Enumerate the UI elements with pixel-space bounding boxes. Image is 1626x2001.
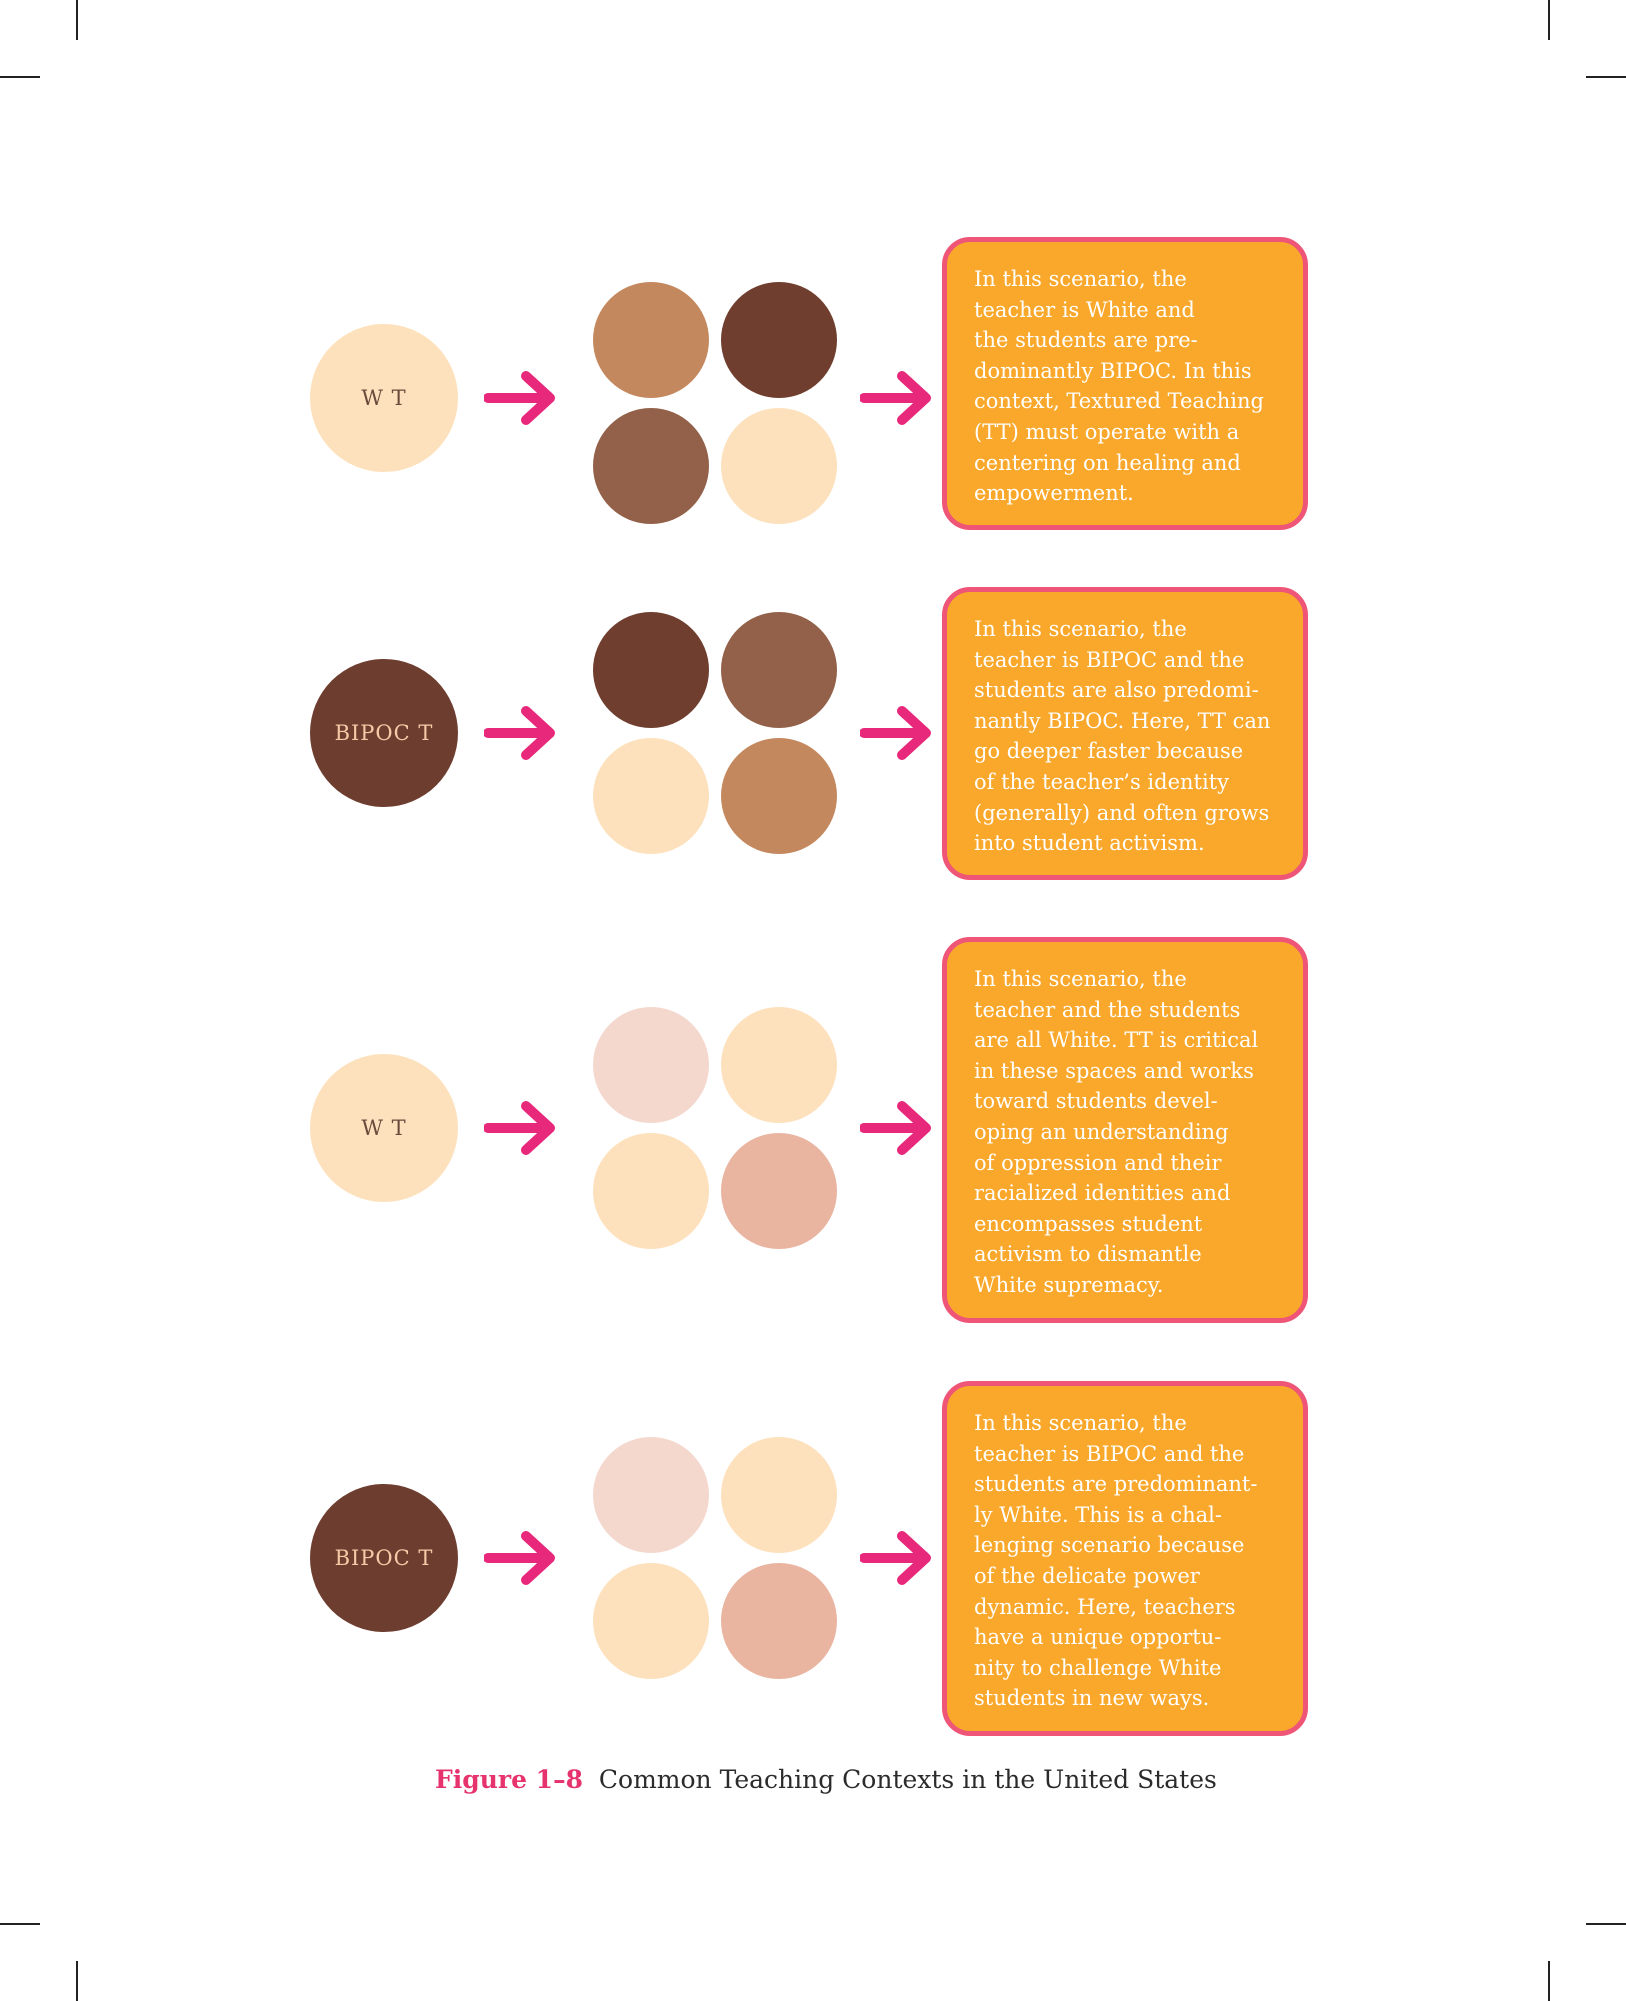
description-line: toward students devel- bbox=[974, 1089, 1218, 1114]
teacher-circle: W T bbox=[310, 1054, 458, 1202]
student-circle bbox=[593, 1437, 709, 1553]
description-line: dominantly BIPOC. In this bbox=[974, 358, 1252, 383]
teacher-circle: BIPOC T bbox=[310, 1484, 458, 1632]
description-line: encompasses student bbox=[974, 1211, 1203, 1236]
teacher-label: BIPOC T bbox=[334, 721, 434, 745]
description-line: in these spaces and works bbox=[974, 1058, 1254, 1083]
right-arrow-icon bbox=[859, 368, 936, 428]
description-line: activism to dismantle bbox=[974, 1242, 1202, 1267]
description-line: the students are pre- bbox=[974, 328, 1198, 353]
crop-mark bbox=[1548, 1961, 1550, 2001]
figure-caption-text: Common Teaching Contexts in the United S… bbox=[598, 1765, 1217, 1794]
description-line: teacher is BIPOC and the bbox=[974, 1441, 1245, 1466]
description-line: into student activism. bbox=[974, 831, 1205, 856]
description-line: lenging scenario because bbox=[974, 1533, 1245, 1558]
student-circle bbox=[593, 1563, 709, 1679]
description-line: dynamic. Here, teachers bbox=[974, 1594, 1236, 1619]
student-circle bbox=[593, 408, 709, 524]
description-line: oping an understanding bbox=[974, 1119, 1229, 1144]
teacher-label: BIPOC T bbox=[334, 1546, 434, 1570]
teacher-label: W T bbox=[361, 1116, 407, 1140]
student-circle bbox=[593, 1007, 709, 1123]
description-line: context, Textured Teaching bbox=[974, 389, 1264, 414]
student-circle bbox=[593, 282, 709, 398]
description-line: centering on healing and bbox=[974, 450, 1241, 475]
description-line: go deeper faster because bbox=[974, 739, 1244, 764]
figure-caption: Figure 1–8 Common Teaching Contexts in t… bbox=[435, 1765, 1217, 1794]
description-line: of the teacher’s identity bbox=[974, 769, 1229, 794]
student-circle bbox=[721, 1133, 837, 1249]
description-line: of oppression and their bbox=[974, 1150, 1222, 1175]
student-circle bbox=[721, 1437, 837, 1553]
description-line: teacher is White and bbox=[974, 297, 1195, 322]
right-arrow-icon bbox=[483, 1098, 560, 1158]
right-arrow-icon bbox=[483, 1528, 560, 1588]
crop-mark bbox=[76, 1961, 78, 2001]
right-arrow-icon bbox=[483, 368, 560, 428]
description-line: of the delicate power bbox=[974, 1563, 1200, 1588]
student-circle bbox=[721, 408, 837, 524]
description-line: empowerment. bbox=[974, 481, 1134, 506]
description-line: students in new ways. bbox=[974, 1686, 1210, 1711]
teacher-circle: BIPOC T bbox=[310, 659, 458, 807]
teacher-circle: W T bbox=[310, 324, 458, 472]
scenario-description-box: In this scenario, the teacher is BIPOC an… bbox=[942, 587, 1308, 880]
description-line: teacher and the students bbox=[974, 997, 1241, 1022]
student-circle bbox=[721, 612, 837, 728]
description-line: In this scenario, the bbox=[974, 267, 1187, 291]
crop-mark bbox=[0, 1923, 40, 1925]
description-line: In this scenario, the bbox=[974, 1411, 1187, 1435]
student-circle bbox=[721, 738, 837, 854]
description-line: (TT) must operate with a bbox=[974, 419, 1240, 444]
right-arrow-icon bbox=[483, 703, 560, 763]
description-line: nantly BIPOC. Here, TT can bbox=[974, 708, 1271, 733]
student-circle bbox=[593, 738, 709, 854]
student-circle bbox=[593, 612, 709, 728]
description-line: have a unique opportu- bbox=[974, 1625, 1222, 1650]
scenario-description-box: In this scenario, the teacher is BIPOC an… bbox=[942, 1381, 1308, 1736]
right-arrow-icon bbox=[859, 703, 936, 763]
description-line: White supremacy. bbox=[974, 1272, 1164, 1297]
description-line: are all White. TT is critical bbox=[974, 1028, 1259, 1053]
description-line: (generally) and often grows bbox=[974, 800, 1270, 825]
crop-mark bbox=[1586, 76, 1626, 78]
description-line: students are predominant- bbox=[974, 1472, 1258, 1497]
student-circle bbox=[593, 1133, 709, 1249]
scenario-description-box: In this scenario, the teacher and the stu… bbox=[942, 937, 1308, 1323]
crop-mark bbox=[1548, 0, 1550, 40]
right-arrow-icon bbox=[859, 1528, 936, 1588]
description-line: teacher is BIPOC and the bbox=[974, 647, 1245, 672]
student-circle bbox=[721, 282, 837, 398]
description-line: students are also predomi- bbox=[974, 678, 1259, 703]
student-circle bbox=[721, 1007, 837, 1123]
description-line: racialized identities and bbox=[974, 1181, 1231, 1206]
crop-mark bbox=[1586, 1923, 1626, 1925]
crop-mark bbox=[76, 0, 78, 40]
description-line: In this scenario, the bbox=[974, 967, 1187, 991]
right-arrow-icon bbox=[859, 1098, 936, 1158]
description-line: ly White. This is a chal- bbox=[974, 1502, 1222, 1527]
figure-label: Figure 1–8 bbox=[435, 1765, 583, 1794]
description-line: nity to challenge White bbox=[974, 1655, 1222, 1680]
student-circle bbox=[721, 1563, 837, 1679]
scenario-description-box: In this scenario, the teacher is White an… bbox=[942, 237, 1308, 530]
crop-mark bbox=[0, 76, 40, 78]
description-line: In this scenario, the bbox=[974, 617, 1187, 641]
teacher-label: W T bbox=[361, 386, 407, 410]
